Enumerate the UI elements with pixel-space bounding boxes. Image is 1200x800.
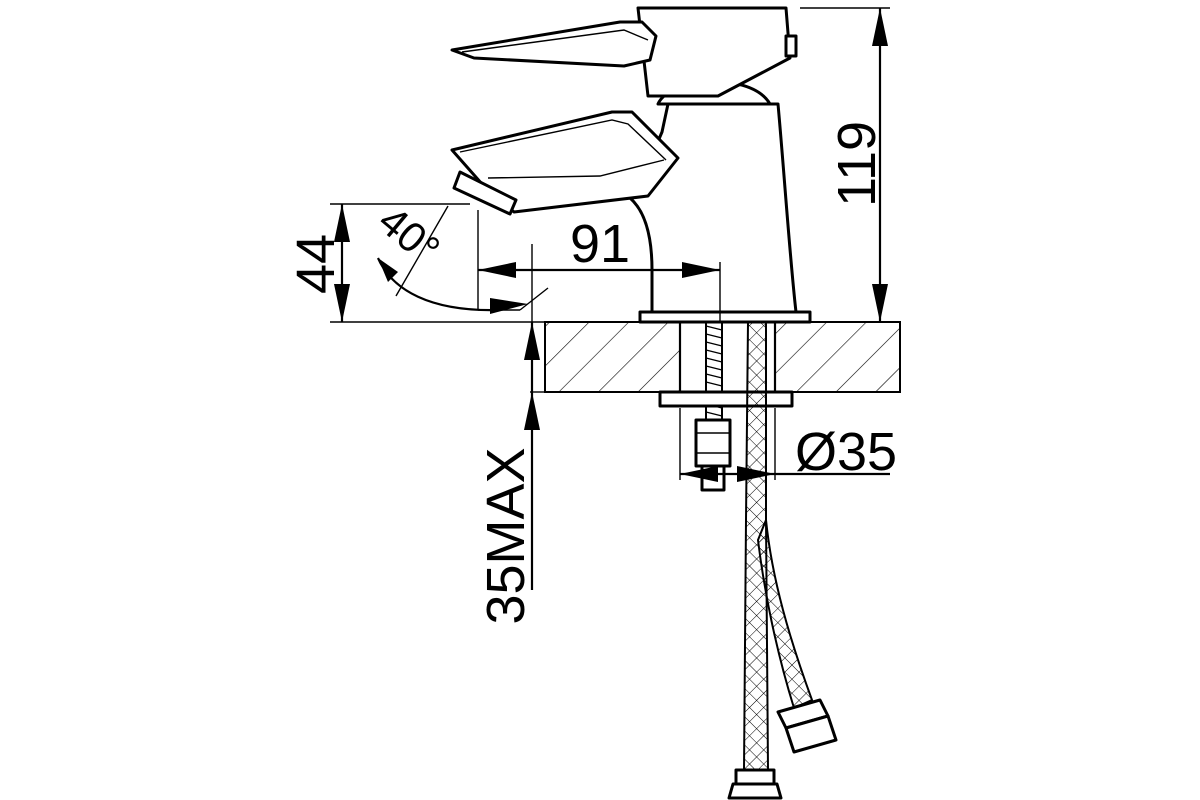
dimension-hole-diameter-label: Ø35 [795,422,897,482]
dimension-spout-reach: 91 [478,214,721,390]
lever-handle [450,6,798,98]
dimension-hole-diameter: Ø35 [679,408,897,482]
braided-hose-short [756,519,838,754]
dimension-max-thickness-label: 35MAX [476,447,536,624]
dimension-spout-height: 44 [286,203,545,323]
dimension-height-label: 119 [827,121,887,207]
mounting-plate [658,390,794,408]
dimension-max-thickness: 35MAX [476,322,545,625]
dimension-spout-height-label: 44 [286,234,346,294]
dimension-spout-reach-label: 91 [570,214,630,274]
dimension-height: 119 [800,7,890,323]
faucet-spout [450,110,680,216]
dimension-spout-angle: 40° [370,196,549,314]
